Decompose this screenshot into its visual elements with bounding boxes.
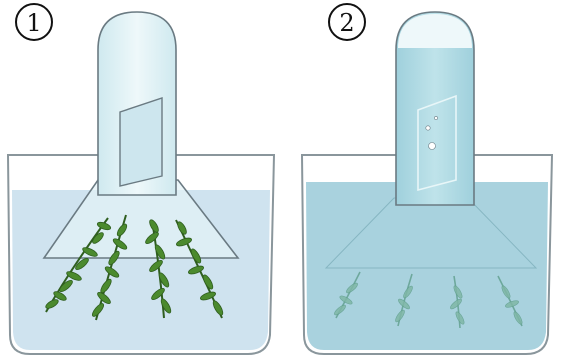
- panel-2: 2: [302, 4, 552, 354]
- panel-1: 1: [8, 4, 274, 354]
- label-1-text: 1: [26, 9, 41, 37]
- tube-1-inner-sheet: [120, 98, 162, 186]
- label-2: 2: [329, 4, 365, 40]
- label-1: 1: [16, 4, 52, 40]
- label-2-text: 2: [339, 9, 354, 37]
